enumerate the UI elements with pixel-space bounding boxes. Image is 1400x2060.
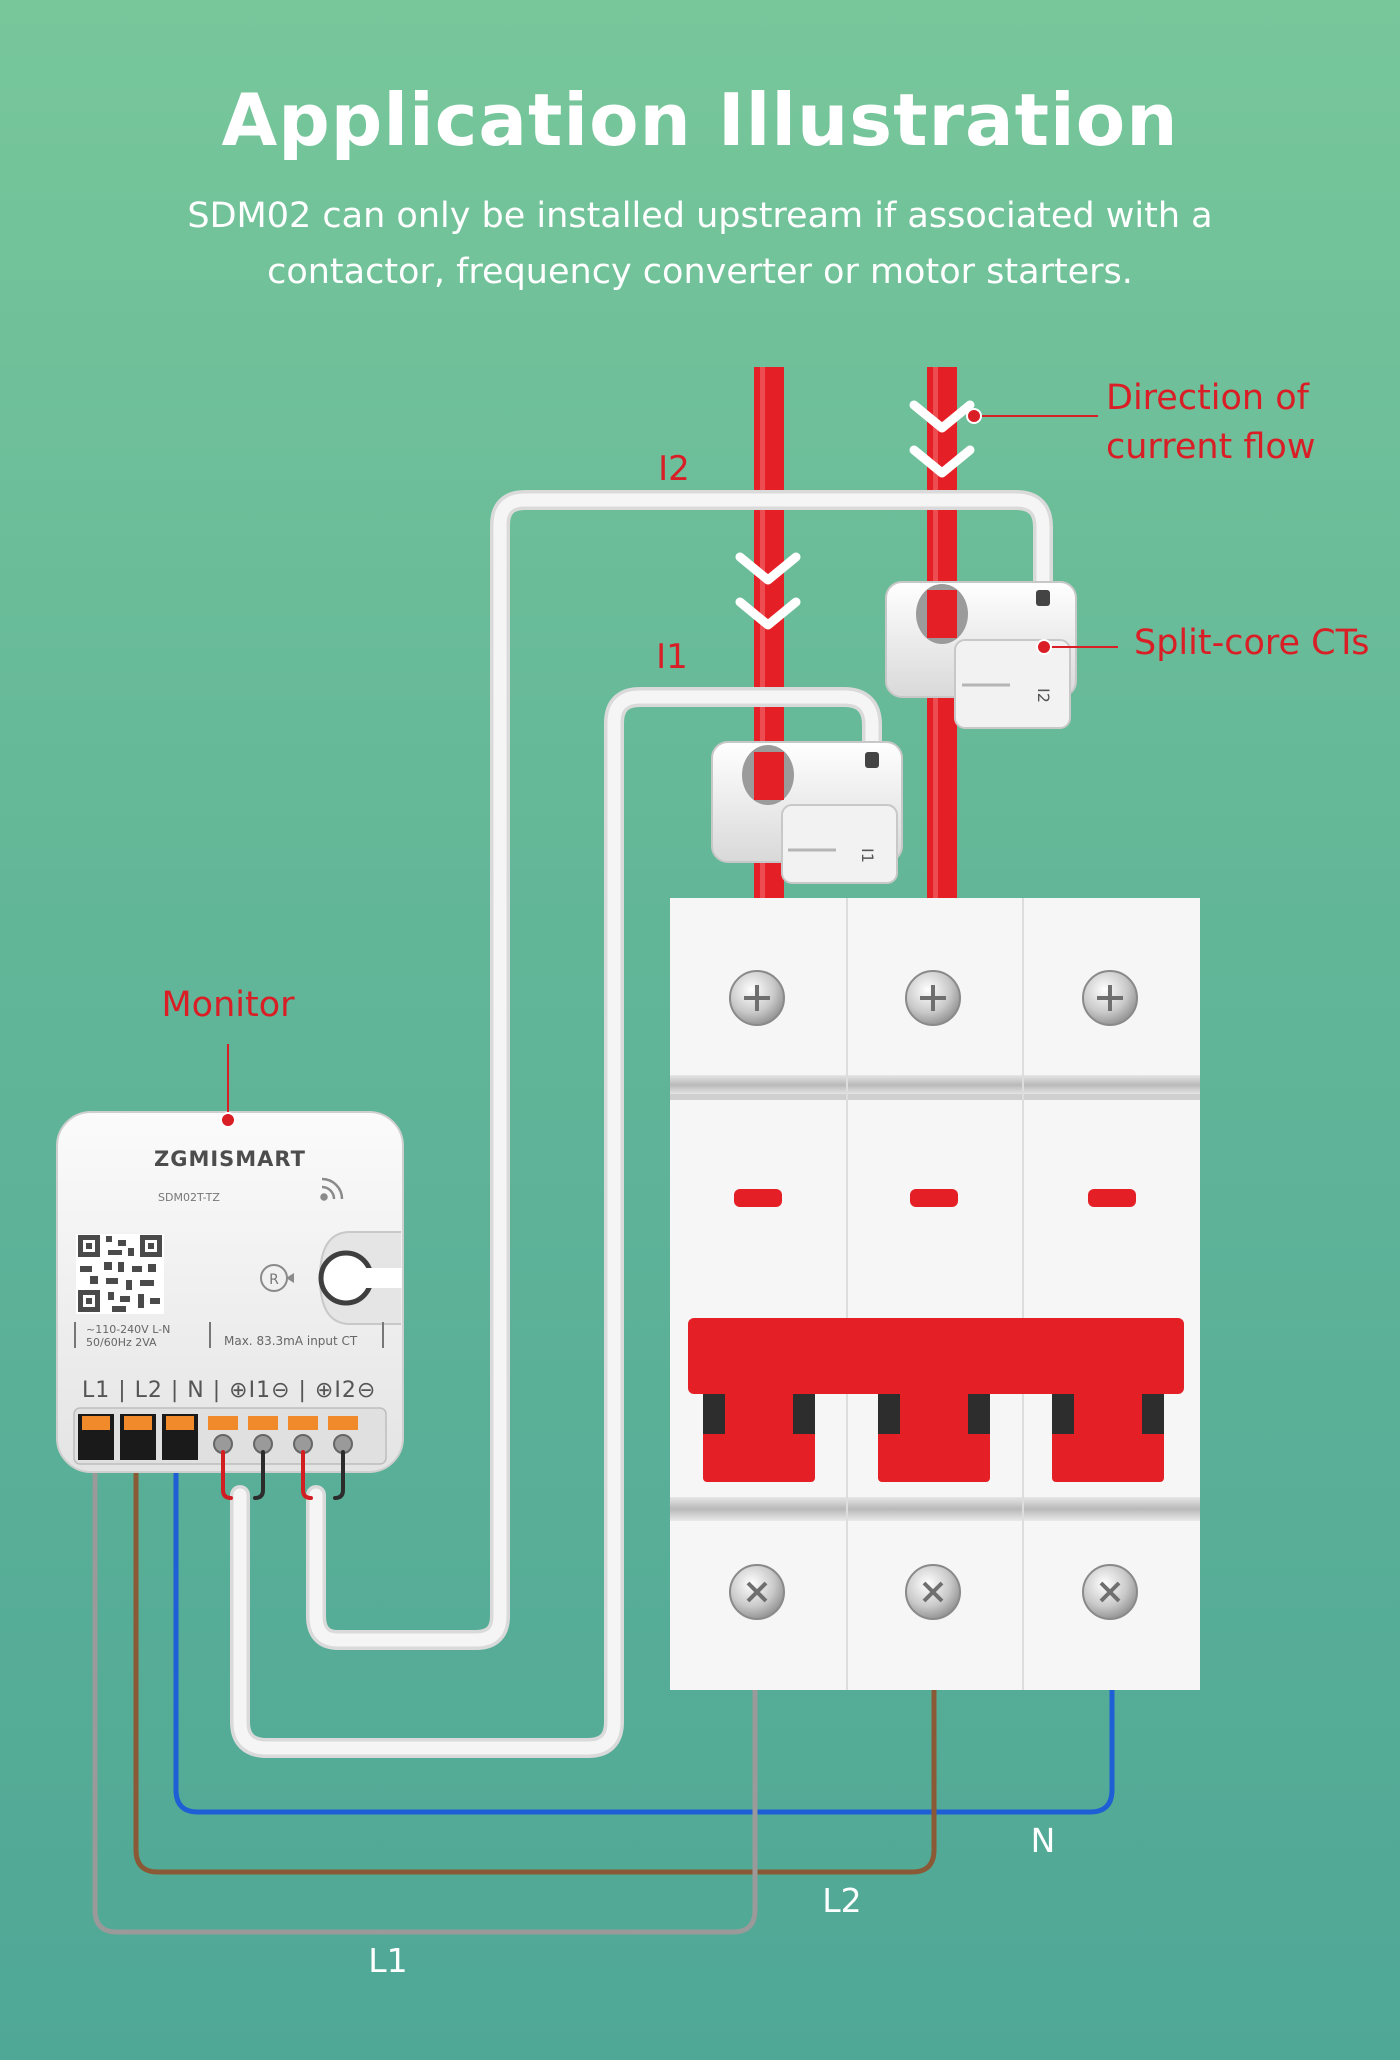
breaker-handle [688,1318,1184,1394]
split-core-ct-2: I2 [885,581,1077,729]
terminal-labels: L1 | L2 | N | ⊕I1⊖ | ⊕I2⊖ [82,1378,376,1403]
callout-monitor: Monitor [161,985,295,1128]
monitor-brand: ZGMISMART [154,1147,306,1171]
monitor-model: SDM02T-TZ [158,1191,220,1204]
split-core-ct-1: I1 [711,741,903,884]
page-subtitle: SDM02 can only be installed upstream if … [150,188,1250,300]
spec-voltage: ~110-240V L-N [86,1323,170,1336]
circuit-breaker [670,898,1200,1690]
wire-l1 [92,1452,758,1935]
wireless-icon [320,1177,344,1201]
spec-frequency: 50/60Hz 2VA [86,1336,157,1349]
label-i2: I2 [658,449,690,489]
screw-icon [729,1564,1138,1620]
callout-direction: Direction of current flow [966,378,1315,467]
callout-monitor-label: Monitor [161,985,295,1025]
label-i1: I1 [656,637,688,677]
ct2-marking: I2 [1034,688,1053,703]
wire-neutral [173,1452,1115,1815]
callout-direction-line1: Direction of [1106,378,1310,418]
qr-code-icon [76,1234,164,1314]
reset-mark: R [269,1272,279,1288]
subtitle-line-1: SDM02 can only be installed upstream if … [187,196,1213,236]
page-title: Application Illustration [221,78,1179,162]
callout-split-core-label: Split-core CTs [1134,623,1369,663]
label-l1: L1 [368,1941,407,1980]
label-n: N [1031,1821,1056,1860]
monitor-device: ZGMISMART SDM02T-TZ R [56,1111,404,1500]
spec-ct-input: Max. 83.3mA input CT [224,1334,358,1348]
wire-l2 [133,1452,937,1875]
direction-chevron-icon [735,400,975,630]
callout-direction-line2: current flow [1106,427,1315,467]
ct1-marking: I1 [858,848,877,863]
subtitle-line-2: contactor, frequency converter or motor … [267,252,1133,292]
terminal-block [78,1414,358,1460]
label-l2: L2 [822,1881,861,1920]
callout-split-core: Split-core CTs [1036,623,1369,663]
screw-icon [729,970,1138,1026]
